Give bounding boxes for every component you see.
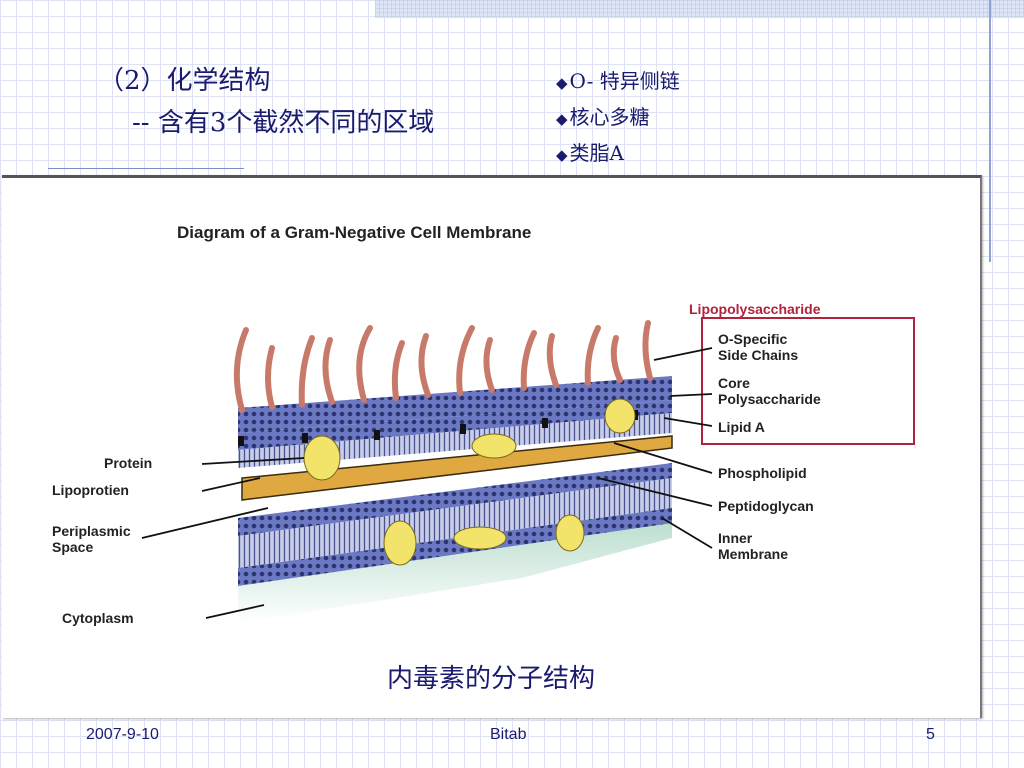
inner-protein <box>453 526 507 550</box>
diamond-bullet-icon: ◆ <box>556 74 568 92</box>
label-o-specific: O-Specific <box>718 331 787 347</box>
bullet-item: ◆核心多糖 <box>556 100 680 136</box>
label-peptidoglycan: Peptidoglycan <box>718 498 814 514</box>
footer-center-text: Bitab <box>490 726 527 743</box>
label-lipoprotien: Lipoprotien <box>52 482 129 498</box>
outer-protein <box>303 435 341 481</box>
gram-negative-membrane-diagram: Diagram of a Gram-Negative Cell Membrane <box>52 223 915 626</box>
slide-subtitle: -- 含有3个截然不同的区域 <box>132 108 435 138</box>
right-decorative-line <box>989 0 991 262</box>
diamond-bullet-icon: ◆ <box>556 110 568 128</box>
footer-page-number: 5 <box>926 726 935 743</box>
bullet-text: 类脂A <box>569 141 624 165</box>
label-protein: Protein <box>104 455 152 471</box>
outer-protein <box>604 398 636 434</box>
label-polysaccharide: Polysaccharide <box>718 391 821 407</box>
peptidoglycan-layer <box>241 435 673 501</box>
bullet-item: ◆类脂A <box>556 136 680 172</box>
label-lipid-a: Lipid A <box>718 419 765 435</box>
bullet-item: ◆O- 特异侧链 <box>556 64 680 100</box>
label-space: Space <box>52 539 93 555</box>
outer-membrane <box>238 376 672 468</box>
pointer-lines <box>141 347 713 619</box>
top-decorative-band <box>375 0 1024 18</box>
o-specific-side-chains <box>233 320 653 413</box>
diagram-title: Diagram of a Gram-Negative Cell Membrane <box>177 223 531 242</box>
slide-title: （2）化学结构 <box>98 66 271 96</box>
label-side-chains: Side Chains <box>718 347 798 363</box>
label-membrane: Membrane <box>718 546 788 562</box>
membrane-figure: Diagram of a Gram-Negative Cell Membrane <box>2 175 982 718</box>
lipopolysaccharide-label: Lipopolysaccharide <box>689 301 821 317</box>
label-phospholipid: Phospholipid <box>718 465 807 481</box>
outer-protein <box>471 433 517 459</box>
figure-caption: 内毒素的分子结构 <box>386 664 595 694</box>
label-core: Core <box>718 375 750 391</box>
bullet-list: ◆O- 特异侧链 ◆核心多糖 ◆类脂A <box>556 64 680 172</box>
label-periplasmic: Periplasmic <box>52 523 131 539</box>
lipopolysaccharide-box <box>701 317 915 445</box>
inner-protein <box>555 514 585 552</box>
diamond-bullet-icon: ◆ <box>556 146 568 164</box>
title-underline-decoration <box>48 168 244 169</box>
footer-date: 2007-9-10 <box>86 726 159 743</box>
label-inner: Inner <box>718 530 753 546</box>
label-cytoplasm: Cytoplasm <box>62 610 134 626</box>
bullet-text: 核心多糖 <box>569 105 650 129</box>
inner-protein <box>383 520 417 566</box>
bullet-text: O- 特异侧链 <box>569 69 680 93</box>
